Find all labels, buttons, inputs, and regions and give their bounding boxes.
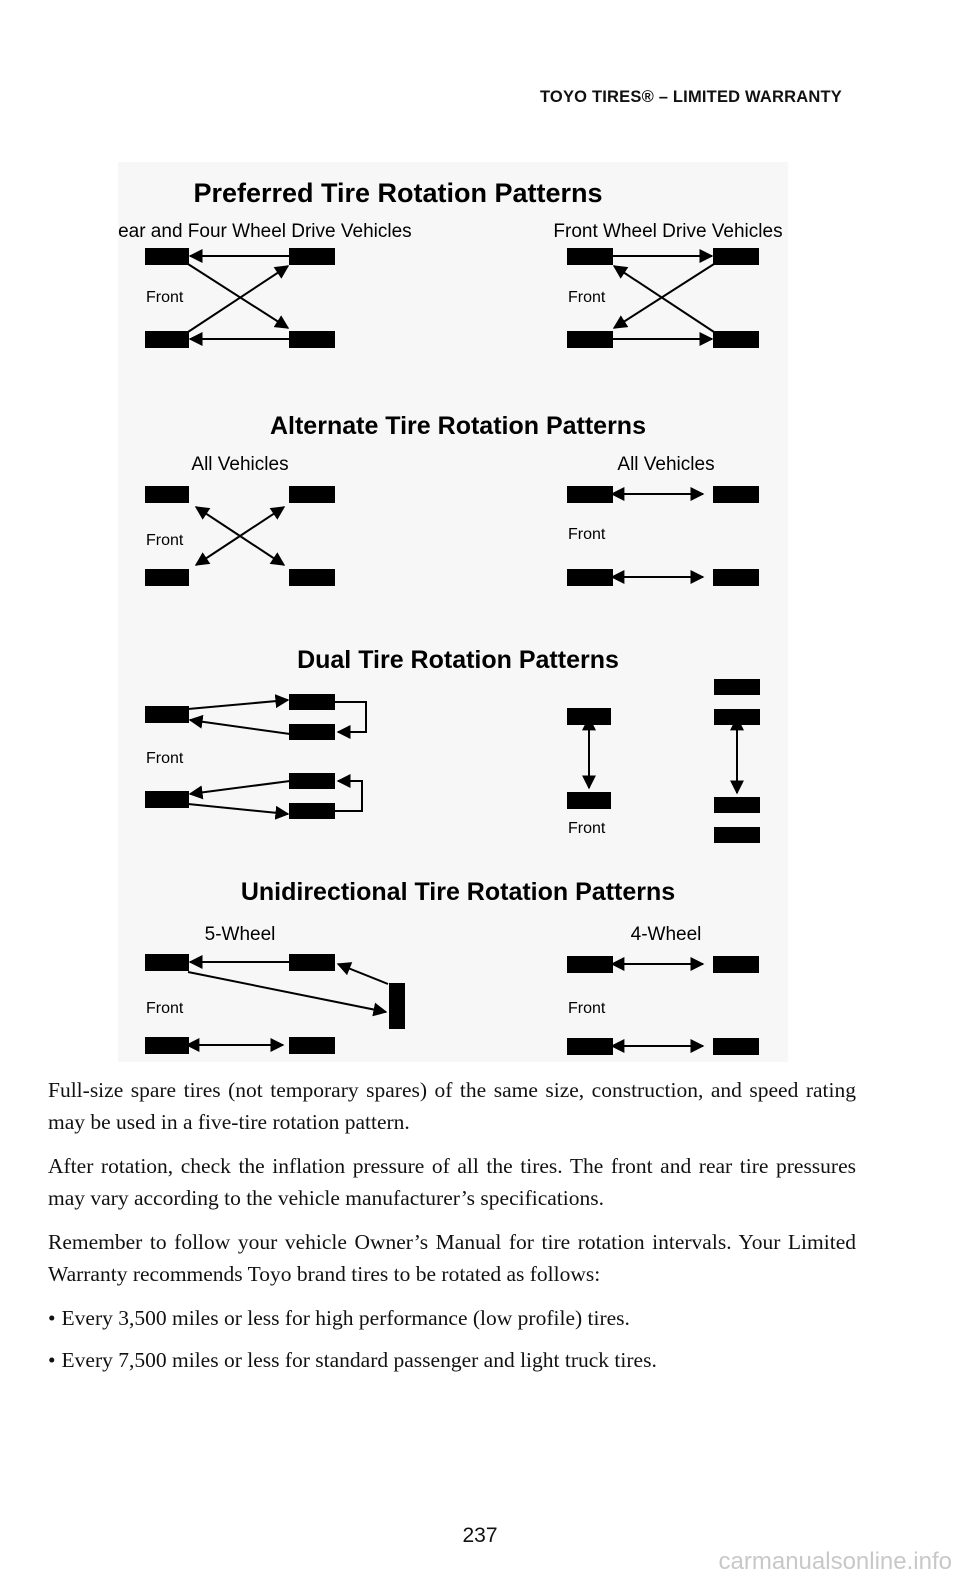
tire xyxy=(289,694,335,710)
label-fwd: Front Wheel Drive Vehicles xyxy=(553,221,782,242)
tire xyxy=(289,724,335,740)
tire xyxy=(145,706,189,723)
tire xyxy=(567,486,613,503)
tire xyxy=(567,792,611,809)
tire xyxy=(289,1037,335,1054)
label-5-wheel: 5-Wheel xyxy=(205,924,276,945)
tire xyxy=(567,708,611,725)
tire xyxy=(145,248,189,265)
tire xyxy=(713,1038,759,1055)
tire xyxy=(713,956,759,973)
tire xyxy=(567,956,613,973)
rotation-pattern-rear-4wd xyxy=(145,248,335,348)
rotation-pattern-5-wheel xyxy=(145,954,405,1054)
tire xyxy=(714,827,760,843)
front-label: Front xyxy=(146,532,184,549)
tire xyxy=(145,331,189,348)
paragraph: Remember to follow your vehicle Owner’s … xyxy=(48,1230,856,1286)
tire xyxy=(713,569,759,586)
tire xyxy=(713,248,759,265)
tire xyxy=(567,331,613,348)
tire xyxy=(389,983,405,1029)
tire xyxy=(714,709,760,725)
list-item: •Every 7,500 miles or less for standard … xyxy=(48,1344,856,1376)
rotation-pattern-4-wheel xyxy=(567,956,759,1055)
watermark: carmanualsonline.info xyxy=(718,1548,952,1575)
section-title-preferred: Preferred Tire Rotation Patterns xyxy=(193,178,602,208)
tire xyxy=(289,486,335,503)
front-label: Front xyxy=(146,289,184,306)
front-label: Front xyxy=(568,289,606,306)
tire xyxy=(567,569,613,586)
tire xyxy=(713,486,759,503)
tire xyxy=(145,791,189,808)
tire xyxy=(289,569,335,586)
bullet: • xyxy=(48,1306,56,1330)
paragraph: Full-size spare tires (not temporary spa… xyxy=(48,1078,856,1134)
tire xyxy=(567,1038,613,1055)
list-item: •Every 3,500 miles or less for high perf… xyxy=(48,1302,856,1334)
tire xyxy=(289,954,335,971)
tire xyxy=(145,486,189,503)
front-label: Front xyxy=(568,1000,606,1017)
tire xyxy=(289,331,335,348)
rotation-pattern-dual-left xyxy=(145,694,367,820)
tire xyxy=(289,248,335,265)
label-4-wheel: 4-Wheel xyxy=(631,924,702,945)
tire xyxy=(289,803,335,819)
section-title-dual: Dual Tire Rotation Patterns xyxy=(297,646,619,674)
tire xyxy=(145,569,189,586)
label-all-vehicles-right: All Vehicles xyxy=(617,454,714,475)
rotation-pattern-x xyxy=(145,486,335,586)
tire xyxy=(145,954,189,971)
front-label: Front xyxy=(568,526,606,543)
section-title-alternate: Alternate Tire Rotation Patterns xyxy=(270,412,646,440)
page-header: TOYO TIRES® – LIMITED WARRANTY xyxy=(539,88,842,106)
list-item-text: Every 7,500 miles or less for standard p… xyxy=(61,1348,657,1372)
list-item-text: Every 3,500 miles or less for high perfo… xyxy=(61,1306,630,1330)
tire xyxy=(714,797,760,813)
tire-rotation-diagram: Preferred Tire Rotation Patterns Rear an… xyxy=(118,162,788,1062)
page-number: 237 xyxy=(462,1524,498,1547)
rotation-pattern-dual-right xyxy=(567,679,760,843)
body-text: Full-size spare tires (not temporary spa… xyxy=(48,1074,856,1386)
front-label: Front xyxy=(146,1000,184,1017)
tire xyxy=(714,679,760,695)
label-rear-4wd: Rear and Four Wheel Drive Vehicles xyxy=(118,221,412,242)
rotation-pattern-side-swap xyxy=(567,486,759,586)
paragraph: After rotation, check the inflation pres… xyxy=(48,1154,856,1210)
section-title-unidirectional: Unidirectional Tire Rotation Patterns xyxy=(241,878,675,906)
tire xyxy=(145,1037,189,1054)
front-label: Front xyxy=(568,820,606,837)
rotation-interval-list: •Every 3,500 miles or less for high perf… xyxy=(48,1302,856,1376)
tire xyxy=(567,248,613,265)
tire xyxy=(289,773,335,789)
bullet: • xyxy=(48,1348,56,1372)
label-all-vehicles-left: All Vehicles xyxy=(191,454,288,475)
front-label: Front xyxy=(146,750,184,767)
tire xyxy=(713,331,759,348)
rotation-pattern-fwd xyxy=(567,248,759,348)
